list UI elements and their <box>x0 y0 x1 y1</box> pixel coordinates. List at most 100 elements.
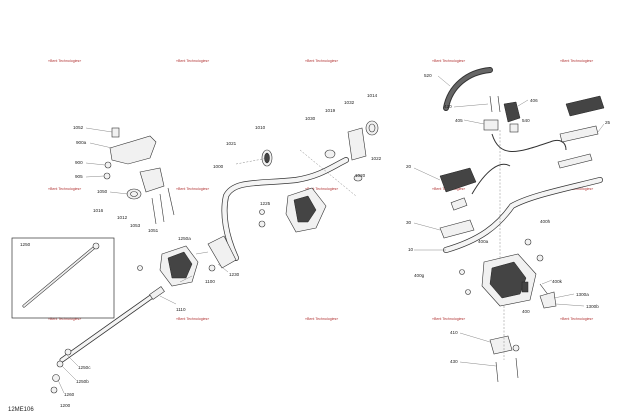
throttle-cable <box>491 133 567 152</box>
clamp-ring-inner <box>264 152 270 164</box>
bolt-part <box>489 95 493 113</box>
watermark: «Bent Technologies» <box>176 317 209 321</box>
shaft-highlight <box>60 290 160 362</box>
bushing-part <box>111 127 120 138</box>
leader-line <box>413 222 441 231</box>
leader-line <box>463 119 485 125</box>
callout-400h: 400h <box>540 219 551 224</box>
callout-1030: 1030 <box>305 116 316 121</box>
bolt-part <box>151 197 157 225</box>
right-assembly <box>439 67 605 383</box>
leader-line <box>555 303 585 307</box>
callout-430: 430 <box>450 359 458 364</box>
inset-label: 1250 <box>20 242 31 247</box>
drawing-reference: 12ME106 <box>8 407 34 413</box>
callout-1016: 1016 <box>93 208 104 213</box>
leader-line <box>597 123 605 133</box>
bolt-part <box>104 161 112 169</box>
watermark: «Bent Technologies» <box>560 317 593 321</box>
leader-line <box>437 75 451 87</box>
callout-420: 420 <box>444 104 452 109</box>
leader-line <box>85 175 105 178</box>
bolt-part <box>524 238 532 246</box>
bearing-holder-part <box>347 127 367 161</box>
detail-inset-box <box>11 237 115 319</box>
arm-link-part <box>207 235 237 269</box>
callout-900: 900 <box>75 160 83 165</box>
callout-1014: 1014 <box>367 93 378 98</box>
callout-1022: 1022 <box>371 156 382 161</box>
leader-line <box>413 167 441 181</box>
handlebar-pad-part <box>439 219 475 239</box>
callout-1012: 1012 <box>117 215 128 220</box>
leader-line <box>85 127 113 133</box>
callout-1250b: 1250b <box>76 379 89 384</box>
callout-1110: 1110 <box>176 307 186 312</box>
leader-line <box>159 295 177 305</box>
callout-1230: 1230 <box>229 272 240 277</box>
callout-1050: 1050 <box>97 189 108 194</box>
callout-1021: 1021 <box>226 141 237 146</box>
washer-part <box>459 269 465 275</box>
callout-1052: 1052 <box>73 125 84 130</box>
leader-line <box>453 103 489 108</box>
cap-part <box>50 386 58 394</box>
assembly-guide <box>299 149 357 197</box>
callout-1260: 1260 <box>64 392 75 397</box>
leader-line <box>65 353 79 367</box>
callout-520: 520 <box>424 73 432 78</box>
callout-1000: 1000 <box>213 164 224 169</box>
grip-part <box>565 95 605 117</box>
callout-labels: 1052 900a 900 905 1050 1016 1012 1053 10… <box>20 73 611 408</box>
leader-line <box>179 275 193 283</box>
callout-1250a: 1250a <box>178 236 191 241</box>
callout-1300b: 1300b <box>586 304 599 309</box>
callout-1200: 1200 <box>60 403 71 408</box>
callout-1019: 1019 <box>325 108 336 113</box>
leader-line <box>89 142 113 149</box>
callout-1250c: 1250c <box>78 365 91 370</box>
callout-1225: 1225 <box>260 201 271 206</box>
watermark: «Bent Technologies» <box>305 59 338 63</box>
callout-1010: 1010 <box>255 125 266 130</box>
pivot-mount-core <box>293 195 317 223</box>
leader-line <box>61 365 77 381</box>
bolt-part <box>167 187 175 216</box>
leader-line <box>459 332 491 343</box>
callout-1300a: 1300a <box>576 292 589 297</box>
clamp-part <box>503 101 521 123</box>
grip-sleeve-part <box>559 125 599 143</box>
lower-mount-core <box>167 251 193 279</box>
leader-line <box>57 379 65 394</box>
watermarks: «Bent Technologies» «Bent Technologies» … <box>48 59 593 321</box>
watermark: «Bent Technologies» <box>176 187 209 191</box>
inset-rod-highlight <box>23 245 97 307</box>
callout-410: 410 <box>450 330 458 335</box>
grip-sleeve-part <box>557 153 593 169</box>
washer-part <box>259 209 265 215</box>
steering-column-tube <box>221 157 349 261</box>
watermark: «Bent Technologies» <box>305 317 338 321</box>
wire-harness <box>471 163 511 195</box>
inset-ball-joint <box>92 242 100 250</box>
bolt-part <box>497 95 501 113</box>
bushing-part <box>64 348 72 356</box>
callout-1051: 1051 <box>148 228 159 233</box>
assembly-guide <box>235 157 269 165</box>
callout-1100: 1100 <box>205 279 215 284</box>
left-assembly <box>11 120 379 394</box>
watermark: «Bent Technologies» <box>560 59 593 63</box>
callout-30: 30 <box>406 220 412 225</box>
watermark: «Bent Technologies» <box>48 317 81 321</box>
clamp-block-part <box>483 119 499 131</box>
leader-line <box>541 279 553 285</box>
callout-900a: 900a <box>76 140 87 145</box>
bolt-part <box>536 254 544 262</box>
watermark: «Bent Technologies» <box>432 59 465 63</box>
nut-part <box>208 264 216 272</box>
watermark: «Bent Technologies» <box>305 187 338 191</box>
callout-400g: 400g <box>414 273 425 278</box>
callout-400a: 400a <box>478 239 489 244</box>
callout-10: 10 <box>408 247 414 252</box>
callout-1032: 1032 <box>344 100 355 105</box>
